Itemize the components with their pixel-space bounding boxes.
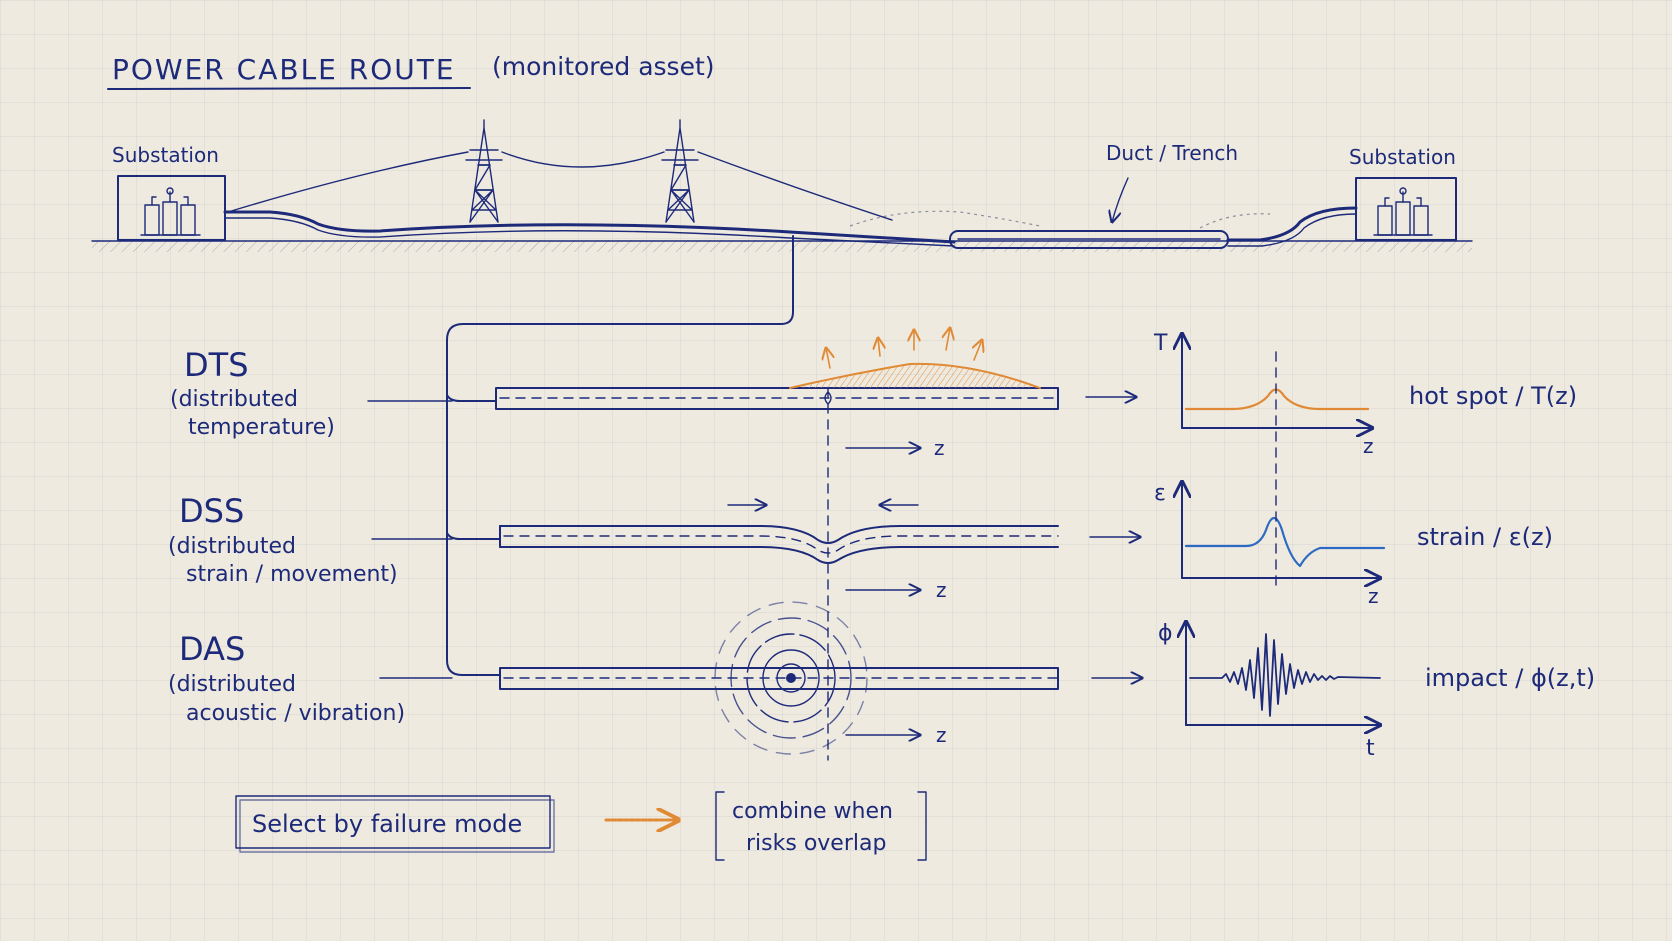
chart-strain: ε z (1154, 481, 1386, 608)
sensor-desc-line2: strain / movement) (186, 562, 398, 587)
chart-x-label: z (1363, 434, 1374, 458)
chart-acoustic: ϕ t (1158, 621, 1380, 761)
combine-bracket-left (715, 791, 725, 861)
route-cable-2 (224, 217, 955, 247)
cable-segment (495, 387, 1059, 410)
duct-label: Duct / Trench (1106, 141, 1238, 165)
sensor-desc-line2: temperature) (188, 415, 335, 440)
axis-arrow-label: z (934, 436, 945, 460)
title-underline (107, 87, 471, 90)
strain-curve (1184, 516, 1386, 568)
substation-right (1355, 177, 1457, 241)
chart-y-label: ε (1154, 481, 1166, 506)
heat-bump (790, 363, 1040, 388)
soil-mound (849, 210, 1041, 227)
vibration-rings (714, 601, 868, 755)
fibre-drop (446, 235, 794, 676)
substation-left (117, 175, 226, 241)
duct-pointer (1112, 177, 1129, 222)
result-label: impact / ϕ(z,t) (1425, 664, 1595, 692)
axis-arrow-label: z (936, 578, 947, 602)
sensor-abbr: DTS (184, 346, 249, 384)
sensor-desc-line1: (distributed (168, 534, 296, 559)
soil-mound-right (1199, 213, 1271, 229)
substation-right-label: Substation (1349, 145, 1456, 169)
sensor-row-dts: DTS (distributed temperature) z T z (170, 328, 1577, 460)
temperature-curve (1184, 388, 1370, 411)
chart-y-label: T (1153, 331, 1168, 356)
result-label: strain / ε(z) (1417, 523, 1553, 551)
overhead-conductor (227, 151, 893, 221)
footer: Select by failure mode combine when risk… (235, 791, 927, 861)
pylon-right (661, 119, 699, 223)
sensor-abbr: DSS (179, 492, 244, 530)
pylon-left (465, 119, 503, 223)
sensor-desc-line2: acoustic / vibration) (186, 701, 405, 726)
combine-bracket-right (917, 791, 927, 861)
route-cable-right (1226, 206, 1358, 242)
chart-temperature: T z (1153, 331, 1374, 458)
page-subtitle: (monitored asset) (492, 52, 715, 81)
sensor-abbr: DAS (179, 630, 245, 668)
heat-arrows (826, 328, 982, 369)
select-box (235, 795, 551, 849)
substation-left-label: Substation (112, 143, 219, 167)
chart-x-label: z (1368, 584, 1379, 608)
page-title: POWER CABLE ROUTE (112, 53, 456, 86)
result-label: hot spot / T(z) (1409, 382, 1577, 410)
combine-line1: combine when (732, 799, 893, 824)
sensor-desc-line1: (distributed (168, 672, 296, 697)
select-label: Select by failure mode (252, 810, 522, 838)
cable-segment (499, 525, 1059, 544)
combine-line2: risks overlap (746, 831, 886, 856)
sensor-row-dss: DSS (distributed strain / movement) z ε … (168, 481, 1553, 608)
chart-x-label: t (1366, 736, 1375, 761)
axis-arrow-label: z (936, 723, 947, 747)
acoustic-waveform (1189, 633, 1381, 717)
route-cable (223, 210, 956, 244)
sensor-row-das: DAS (distributed acoustic / vibration) z… (168, 601, 1595, 761)
sensor-desc-line1: (distributed (170, 387, 298, 412)
chart-y-label: ϕ (1158, 621, 1173, 646)
cable-segment (499, 667, 1059, 690)
route-overview: Substation Substation (91, 119, 1473, 676)
